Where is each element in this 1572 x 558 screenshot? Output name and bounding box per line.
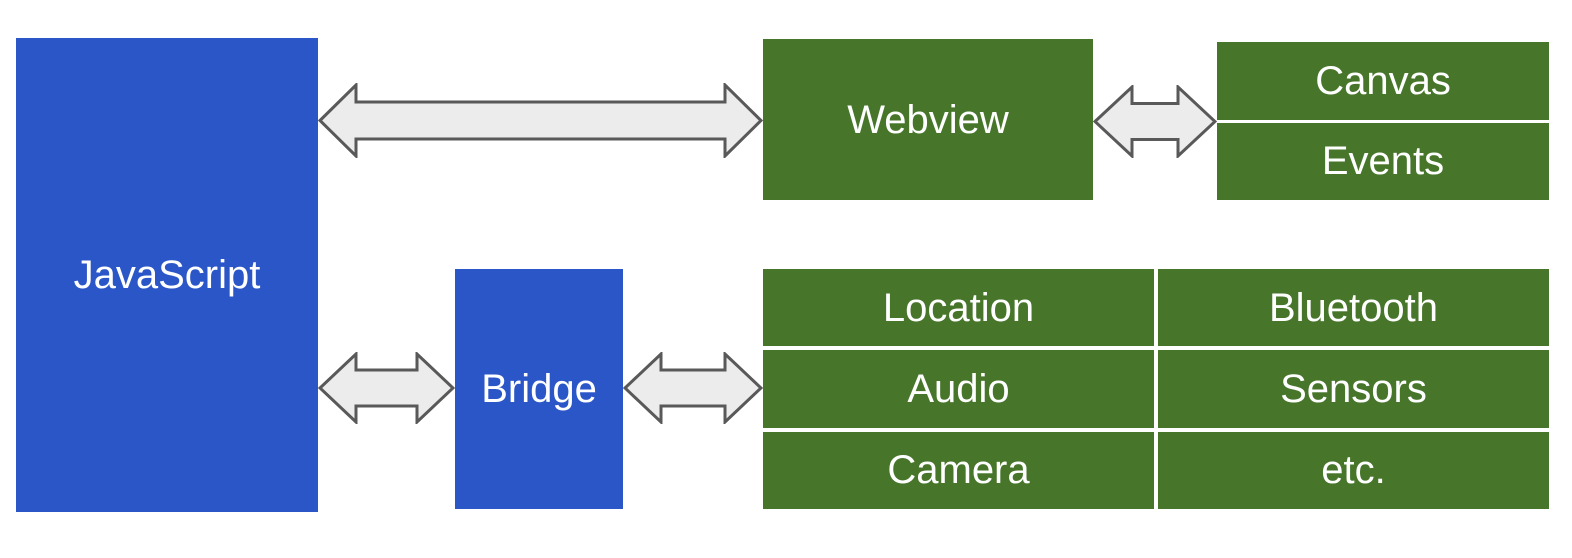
- capability-cell-camera: Camera: [763, 431, 1154, 509]
- capability-grid: Location Bluetooth Audio Sensors Camera …: [763, 269, 1549, 509]
- capability-cell-location: Location: [763, 269, 1154, 347]
- canvas-events-stack: Canvas Events: [1217, 42, 1549, 200]
- webview-node: Webview: [763, 39, 1093, 200]
- capability-cell-sensors: Sensors: [1158, 350, 1549, 428]
- javascript-bridge-bidirectional-arrow-icon: [318, 352, 455, 424]
- javascript-node: JavaScript: [16, 38, 318, 512]
- javascript-webview-bidirectional-arrow-icon: [318, 83, 763, 158]
- events-node: Events: [1217, 122, 1549, 200]
- canvas-node: Canvas: [1217, 42, 1549, 120]
- bridge-capabilities-bidirectional-arrow-icon: [623, 352, 763, 424]
- capability-cell-audio: Audio: [763, 350, 1154, 428]
- webview-canvas-bidirectional-arrow-icon: [1093, 85, 1217, 158]
- capability-cell-bluetooth: Bluetooth: [1158, 269, 1549, 347]
- capability-cell-etc: etc.: [1158, 431, 1549, 509]
- bridge-node: Bridge: [455, 269, 623, 509]
